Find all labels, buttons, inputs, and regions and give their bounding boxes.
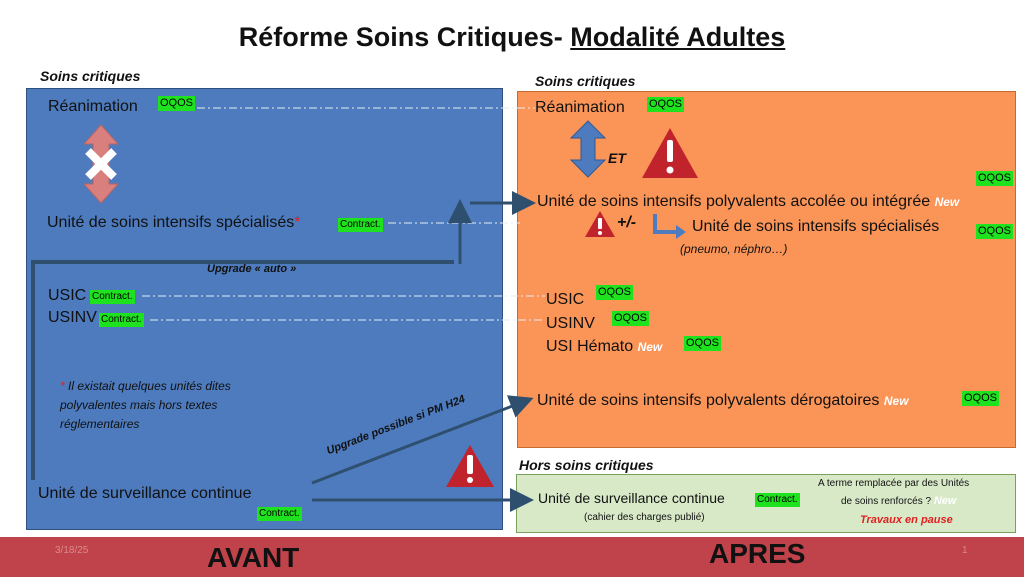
left-reanimation-badge: OQOS bbox=[158, 96, 196, 111]
page-title: Réforme Soins Critiques- Modalité Adulte… bbox=[0, 22, 1024, 53]
terme-line1: A terme remplacée par des Unités bbox=[818, 478, 970, 489]
right-reanimation-badge: OQOS bbox=[647, 97, 685, 112]
left-usis-badge: Contract. bbox=[338, 218, 383, 232]
right-reanimation-label: Réanimation bbox=[535, 99, 625, 116]
footnote-star: * bbox=[60, 379, 65, 393]
derog-label: Unité de soins intensifs polyvalents dér… bbox=[537, 392, 880, 409]
right-usis-label: Unité de soins intensifs spécialisés bbox=[692, 218, 940, 235]
derog-row: Unité de soins intensifs polyvalents dér… bbox=[537, 392, 909, 410]
warning-triangle-large-icon bbox=[642, 128, 698, 178]
double-arrow-icon bbox=[569, 120, 607, 178]
derog-badge: OQOS bbox=[962, 391, 1000, 406]
derog-new: New bbox=[883, 394, 909, 408]
left-usis-row: Unité de soins intensifs spécialisés* bbox=[47, 214, 300, 232]
upgrade-possible-arrow bbox=[311, 395, 534, 485]
left-usinv-label: USINV bbox=[48, 309, 97, 326]
right-usic-label: USIC bbox=[546, 291, 585, 308]
usip-new: New bbox=[934, 195, 960, 209]
left-usis-label: Unité de soins intensifs spécialisés bbox=[47, 214, 295, 231]
right-usinv-badge: OQOS bbox=[612, 311, 650, 326]
left-usic-badge: Contract. bbox=[90, 290, 135, 304]
title-underlined: Modalité Adultes bbox=[570, 22, 786, 52]
hors-usc-badge: Contract. bbox=[755, 493, 800, 507]
usi-hemato-badge: OQOS bbox=[684, 336, 722, 351]
usip-badge: OQOS bbox=[976, 171, 1014, 186]
footer-band bbox=[0, 537, 1024, 577]
left-usc-label: Unité de surveillance continue bbox=[38, 485, 252, 502]
right-usic-badge: OQOS bbox=[596, 285, 634, 300]
terme-line2-row: de soins renforcés ? New bbox=[841, 495, 956, 507]
usi-hemato-new: New bbox=[637, 340, 663, 354]
et-label: ET bbox=[608, 150, 626, 166]
hors-section-label: Hors soins critiques bbox=[519, 457, 654, 473]
footer-page-number: 1 bbox=[962, 545, 968, 556]
warning-triangle-bottom-icon bbox=[446, 445, 494, 487]
travaux-en-pause: Travaux en pause bbox=[860, 514, 953, 526]
right-section-label: Soins critiques bbox=[535, 73, 636, 89]
left-usic-label: USIC bbox=[48, 287, 87, 304]
left-section-label: Soins critiques bbox=[40, 68, 141, 84]
terme-new: New bbox=[933, 495, 957, 507]
usip-row: Unité de soins intensifs polyvalents acc… bbox=[537, 193, 959, 211]
warning-triangle-small-icon bbox=[585, 211, 615, 237]
left-usinv-badge: Contract. bbox=[99, 313, 144, 327]
upgrade-auto-line bbox=[31, 260, 454, 480]
left-usis-star: * bbox=[294, 214, 301, 231]
title-prefix: Réforme Soins Critiques- bbox=[238, 22, 571, 52]
footer-apres: APRES bbox=[709, 538, 806, 569]
usi-hemato-label: USI Hémato bbox=[546, 338, 634, 355]
hors-usc-label: Unité de surveillance continue bbox=[538, 490, 725, 506]
hors-usc-sub: (cahier des charges publié) bbox=[584, 512, 705, 523]
usip-label: Unité de soins intensifs polyvalents acc… bbox=[537, 193, 931, 210]
double-arrow-cross-icon bbox=[82, 124, 120, 204]
footer-avant: AVANT bbox=[207, 542, 300, 573]
right-usis-sub: (pneumo, néphro…) bbox=[680, 242, 788, 256]
upgrade-auto-label: Upgrade « auto » bbox=[207, 263, 297, 275]
bent-arrow-head bbox=[676, 225, 686, 239]
bent-arrow-line bbox=[653, 214, 676, 234]
apres-soins-critiques-panel bbox=[517, 91, 1016, 448]
footnote-text: Il existait quelques unités dites polyva… bbox=[60, 379, 231, 431]
footer-date: 3/18/25 bbox=[55, 545, 89, 556]
connector-lines bbox=[142, 107, 545, 321]
left-footnote: * Il existait quelques unités dites poly… bbox=[60, 377, 260, 434]
right-usinv-label: USINV bbox=[546, 315, 595, 332]
plus-minus-label: +/- bbox=[617, 214, 637, 231]
right-usis-badge: OQOS bbox=[976, 224, 1014, 239]
terme-line2: de soins renforcés ? bbox=[841, 496, 932, 507]
left-reanimation-label: Réanimation bbox=[48, 98, 138, 115]
usi-hemato-row: USI Hémato New bbox=[546, 338, 662, 356]
left-usc-badge: Contract. bbox=[257, 507, 302, 521]
